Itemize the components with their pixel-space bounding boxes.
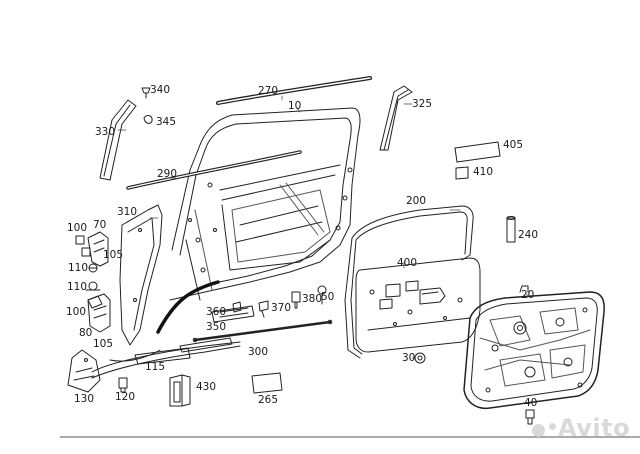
clip-340 [141,87,151,99]
callout-350: 350 [206,321,227,333]
callout-380: 380 [302,293,323,305]
bolt-110b [85,281,101,291]
avito-watermark: Avito [532,414,630,442]
callout-10: 10 [288,100,302,112]
hinge-80 [87,293,111,333]
callout-325: 325 [412,98,433,110]
callout-200: 200 [406,195,427,207]
window-channel-325 [379,85,413,151]
callout-345: 345 [156,116,177,128]
callout-430: 430 [196,381,217,393]
callout-30: 30 [402,352,416,364]
callout-360: 360 [206,306,227,318]
clip-30 [414,352,426,364]
callout-20: 20 [521,289,535,301]
callout-40: 40 [524,397,538,409]
callout-370: 370 [271,302,292,314]
callout-100-top: 100 [67,222,88,234]
callout-130: 130 [74,393,95,405]
callout-340: 340 [150,84,171,96]
callout-80: 80 [79,327,93,339]
callout-50: 50 [321,291,335,303]
callout-400: 400 [397,257,418,269]
callout-120: 120 [115,391,136,403]
door-trim-310 [119,204,163,346]
door-seal-200 [344,205,474,359]
callout-100-bottom: 100 [66,306,87,318]
callout-70: 70 [93,219,107,231]
callout-105-top: 105 [103,249,124,261]
beltline-seal-290 [126,150,302,190]
clip-345 [143,115,153,124]
hinge-70 [87,231,109,267]
callout-110-bottom: 110 [67,281,88,293]
callout-290: 290 [157,168,178,180]
label-265 [251,372,283,394]
watermark-dot-small-icon [549,423,556,430]
regulator-115 [91,337,241,379]
callout-405: 405 [503,139,524,151]
nut-105a [81,247,91,257]
bolt-40 [525,409,535,425]
part-360 [232,301,242,313]
callout-240: 240 [518,229,539,241]
callout-115: 115 [145,361,166,373]
bolt-110a [88,263,98,273]
door-module-20 [463,285,605,410]
rod-300 [192,319,333,343]
callout-310: 310 [117,206,138,218]
watermark-text: Avito [558,414,631,442]
clip-370 [258,300,269,318]
bolt-380 [291,291,301,309]
clip-50 [317,285,327,305]
pad-430 [169,374,191,407]
label-405 [454,141,501,163]
wiring-cable [156,280,220,334]
label-410 [455,166,469,180]
callout-105-bottom: 105 [93,338,114,350]
window-channel-330 [99,99,137,181]
bolt-100a [75,235,85,245]
callout-265: 265 [258,394,279,406]
callout-410: 410 [473,166,494,178]
roof-seal-strip-270 [216,76,372,105]
bracket-130 [67,349,101,393]
callout-330: 330 [95,126,116,138]
watermark-dot-icon [532,424,545,437]
inner-trim-panel-400 [355,257,481,353]
bolt-120 [118,377,128,393]
callout-110-top: 110 [68,262,89,274]
callout-270: 270 [258,85,279,97]
part-240 [506,216,516,243]
leader-lines [117,95,528,359]
door-frame-10 [169,107,361,301]
callout-300: 300 [248,346,269,358]
